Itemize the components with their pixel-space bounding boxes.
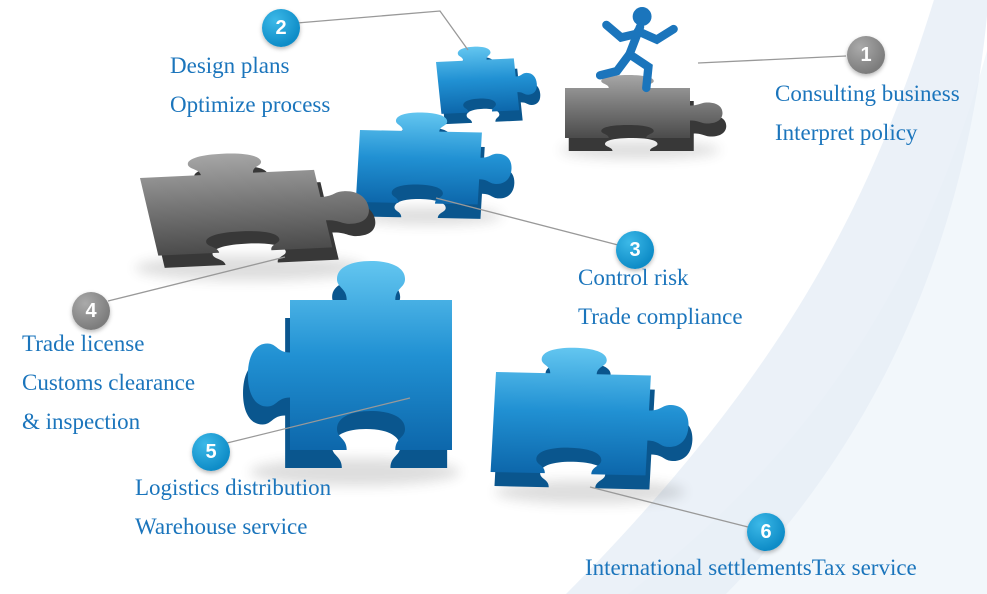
puzzle-piece-4 [135, 147, 384, 268]
connector-line-2 [296, 10, 469, 51]
label-line: & inspection [22, 409, 141, 434]
label-line: Customs clearance [22, 370, 196, 395]
label-line: Trade compliance [578, 304, 743, 329]
label-line: Control risk [578, 265, 689, 290]
step-badge-5: 5 [192, 433, 230, 471]
step-badge-3: 3 [616, 231, 654, 269]
puzzle-piece-5 [243, 261, 452, 468]
step-number: 2 [275, 16, 287, 39]
puzzle-piece-2 [434, 43, 543, 125]
connector-line-3 [435, 197, 619, 246]
connector-line-5 [226, 397, 411, 444]
step-2-label: Design plans Optimize process [170, 46, 330, 124]
puzzle-piece-3 [355, 111, 518, 220]
step-1-label: Consulting business Interpret policy [775, 74, 960, 152]
step-badge-4: 4 [72, 292, 110, 330]
step-number: 4 [85, 299, 97, 322]
puzzle-piece-6 [490, 346, 697, 491]
step-number: 6 [760, 520, 772, 543]
label-line: International settlementsTax service [585, 555, 917, 580]
connector-line-6 [589, 486, 749, 528]
step-3-label: Control risk Trade compliance [578, 258, 743, 336]
label-line: Consulting business [775, 81, 960, 106]
step-4-label: Trade license Customs clearance & inspec… [22, 324, 195, 441]
step-badge-6: 6 [747, 513, 785, 551]
step-number: 1 [860, 43, 872, 66]
connector-lines [107, 10, 847, 528]
connector-line-1 [697, 55, 847, 64]
label-line: Warehouse service [135, 514, 308, 539]
label-line: Trade license [22, 331, 145, 356]
step-badge-1: 1 [847, 36, 885, 74]
label-line: Design plans [170, 53, 290, 78]
step-badge-2: 2 [262, 9, 300, 47]
background-swoosh [565, 0, 987, 594]
label-line: Interpret policy [775, 120, 918, 145]
step-6-label: International settlementsTax service [585, 548, 917, 587]
label-line: Logistics distribution [135, 475, 332, 500]
running-person-icon [595, 7, 678, 93]
label-line: Optimize process [170, 92, 331, 117]
step-5-label: Logistics distribution Warehouse service [135, 468, 331, 546]
step-number: 5 [205, 440, 217, 463]
step-number: 3 [629, 238, 641, 261]
connector-line-4 [107, 256, 286, 302]
